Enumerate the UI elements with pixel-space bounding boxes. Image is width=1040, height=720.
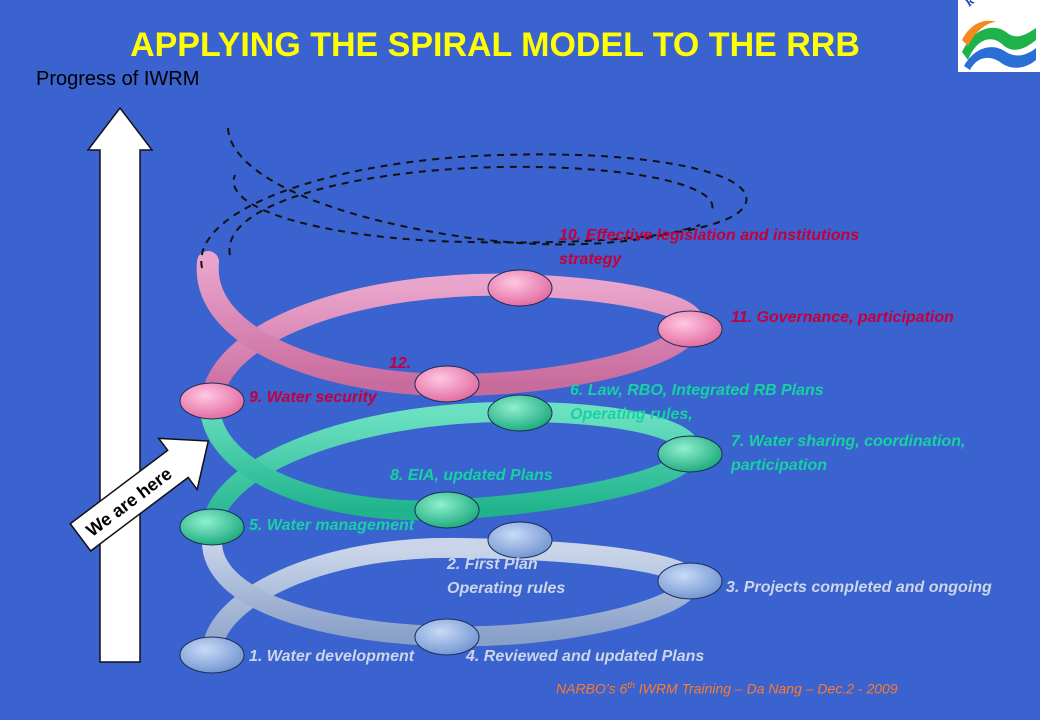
label-node-8: 8. EIA, updated Plans: [390, 467, 553, 484]
footer-credit: NARBO’s 6th IWRM Training – Da Nang – De…: [556, 680, 898, 697]
rrbo-logo-icon: RRBO: [961, 0, 1036, 70]
label-node-7: 7. Water sharing, coordination, particip…: [731, 433, 966, 474]
label-node-10: 10. Effective legislation and institutio…: [559, 227, 860, 268]
node-8: [414, 491, 480, 529]
svg-text:RRBO: RRBO: [961, 0, 1033, 10]
label-node-3: 3. Projects completed and ongoing: [726, 579, 992, 596]
rrbo-logo: RRBO: [958, 0, 1040, 72]
node-5: [179, 508, 245, 546]
node-1: [179, 636, 245, 674]
label-node-12: 12.: [389, 355, 412, 372]
label-node-4: 4. Reviewed and updated Plans: [466, 648, 705, 665]
label-node-1: 1. Water development: [249, 648, 415, 665]
label-node-2: 2. First Plan Operating rules: [447, 556, 566, 597]
node-9: [179, 382, 245, 420]
node-10: [487, 269, 553, 307]
label-node-6: 6. Law, RBO, Integrated RB Plans Operati…: [570, 382, 824, 423]
label-node-11: 11. Governance, participation: [731, 309, 954, 326]
node-6: [487, 394, 553, 432]
label-node-5: 5. Water management: [249, 517, 415, 534]
node-2: [487, 521, 553, 559]
node-3: [657, 562, 723, 600]
progress-arrow-icon: [86, 106, 154, 663]
node-12: [414, 365, 480, 403]
slide-title: APPLYING THE SPIRAL MODEL TO THE RRB: [130, 26, 860, 64]
label-node-9: 9. Water security: [249, 389, 377, 406]
spiral-nodes: [179, 269, 723, 674]
progress-axis-label: Progress of IWRM: [36, 68, 200, 90]
node-4: [414, 618, 480, 656]
node-11: [657, 310, 723, 348]
node-7: [657, 435, 723, 473]
spiral-dashed-continuation: [200, 127, 748, 269]
